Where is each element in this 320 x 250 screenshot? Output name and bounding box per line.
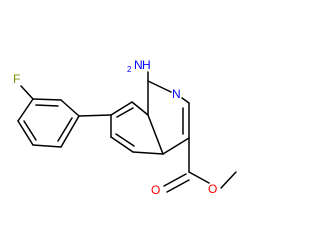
bond-ar6-ar1 <box>60 115 80 148</box>
bond-c4-c4a <box>162 137 190 155</box>
bond-c4a-c8a <box>147 114 164 155</box>
bond-c5-c6 <box>110 136 134 153</box>
bond-ar2-ar3-inner <box>35 104 59 107</box>
bond-ar1-ar2 <box>60 99 80 117</box>
bond-ar4-ar5-inner <box>23 120 37 141</box>
bond-n2-c3 <box>181 97 190 104</box>
bonds <box>17 71 237 193</box>
bond-c7-aryl <box>78 114 112 117</box>
bond-ar4-ar5 <box>17 120 34 146</box>
bond-ar5-ar6 <box>32 144 62 148</box>
ester-oxygen-label: O <box>208 182 217 196</box>
bond-c8-c8a <box>131 101 149 116</box>
carbonyl-oxygen-label: O <box>151 183 160 197</box>
bond-o-methyl <box>220 171 237 189</box>
bond-c7-c8-inner <box>116 107 134 118</box>
bond-ar2-ar3 <box>32 98 62 101</box>
bond-c5-c6-inner <box>115 133 135 147</box>
bond-c7-c8 <box>110 101 133 116</box>
amine-nitrogen-label: N <box>134 58 143 72</box>
bond-ar3-f <box>20 85 34 100</box>
amine-hydrogen-label: H <box>142 58 151 72</box>
chemical-structure: N H 2 N F O O <box>13 58 237 197</box>
bond-c4a-c5 <box>132 151 164 155</box>
bond-carbonyl-o-single <box>188 171 210 184</box>
fluorine-label: F <box>13 72 20 86</box>
bond-ar6-ar1-inner <box>57 117 73 142</box>
bond-carbonyl-o-double-inner <box>166 179 190 193</box>
ring-nitrogen-label: N <box>172 87 181 101</box>
bond-carbonyl-o-double <box>163 173 187 187</box>
atom-labels: N H 2 N F O O <box>13 58 217 197</box>
structure-canvas: N H 2 N F O O <box>13 58 237 197</box>
amine-hydrogen-count: 2 <box>127 65 132 74</box>
bond-ar3-ar4 <box>17 98 34 122</box>
bond-c1-n2 <box>147 80 172 93</box>
